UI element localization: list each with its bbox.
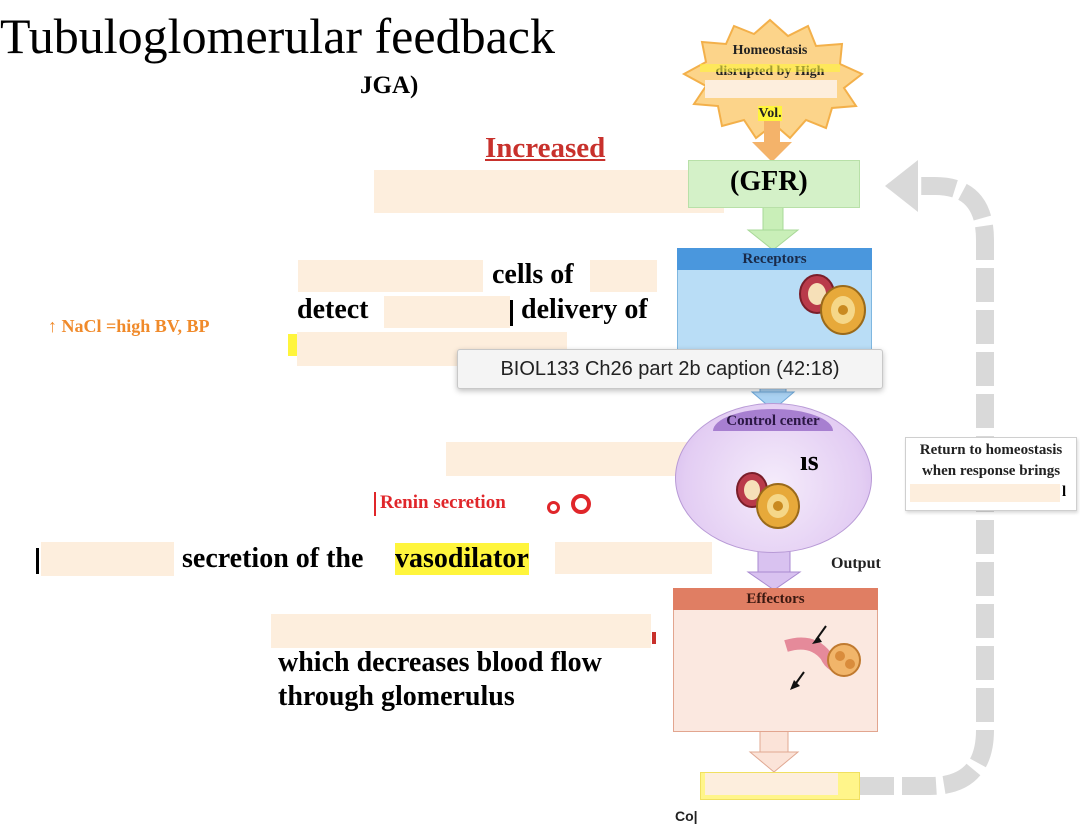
- red-comma-mark: [652, 632, 656, 644]
- output-label: Output: [831, 555, 881, 572]
- red-circle-icon: [571, 494, 591, 514]
- redacted-blank: [705, 773, 838, 795]
- stimulus-line-4: Vol.: [700, 103, 840, 124]
- redacted-blank: [41, 542, 174, 576]
- slide-subtitle: JGA): [360, 72, 419, 99]
- effectors-header: Effectors: [673, 588, 878, 610]
- return-line-2: when response brings: [921, 463, 1061, 479]
- nacl-note: ↑ NaCl =high BV, BP: [48, 316, 210, 336]
- vasodilator-text: vasodilator: [395, 543, 529, 575]
- response-arrow: [759, 729, 789, 755]
- cells-of-text: cells of: [492, 259, 574, 290]
- stimulus-arrow: [764, 118, 780, 144]
- redacted-blank: [590, 260, 657, 292]
- redacted-blank: [910, 484, 1060, 502]
- stimulus-line-4-text: Vol.: [758, 106, 782, 121]
- return-fragment: l: [1062, 484, 1067, 500]
- text-fragment-mark: [510, 300, 513, 326]
- jga-cells-icon: [736, 472, 800, 529]
- control-center-header: Control center: [713, 409, 833, 431]
- secretion-text: secretion of the: [182, 543, 364, 574]
- small-red-circle-icon: [547, 501, 560, 514]
- renin-secretion-text: Renin secretion: [380, 492, 506, 513]
- macula-densa-cells-icon: [799, 274, 866, 335]
- delivery-of-text: delivery of: [521, 294, 648, 325]
- corner-label: Co|: [675, 808, 698, 824]
- redacted-blank: [374, 170, 724, 213]
- text-fragment-mark: [36, 548, 39, 574]
- return-homeostasis-text: Return to homeostasis when response brin…: [905, 440, 1077, 482]
- redacted-blank: [271, 614, 651, 648]
- renin-mark: [374, 492, 376, 516]
- gfr-label: (GFR): [730, 166, 808, 197]
- gfr-arrow: [762, 205, 784, 233]
- slide-title: Tubuloglomerular feedback: [0, 8, 555, 64]
- decreases-line-1: which decreases blood flow: [278, 647, 602, 678]
- receptors-header: Receptors: [677, 248, 872, 270]
- redacted-blank: [555, 542, 712, 574]
- afferent-arteriole-icon: [784, 625, 861, 690]
- increased-label: Increased: [485, 132, 606, 164]
- video-caption-tooltip: BIOL133 Ch26 part 2b caption (42:18): [457, 349, 883, 389]
- redacted-blank: [384, 296, 510, 328]
- return-loop-arrow: [860, 177, 994, 795]
- return-line-1: Return to homeostasis: [919, 442, 1063, 458]
- detect-text: detect: [297, 294, 369, 325]
- redacted-blank: [705, 80, 837, 98]
- return-arrowhead-icon: [885, 160, 918, 212]
- stimulus-line-1: Homeostasis: [732, 43, 808, 58]
- control-center-fragment: ıs: [800, 446, 819, 477]
- gfr-box: [688, 160, 860, 208]
- decreases-line-2: through glomerulus: [278, 681, 515, 712]
- highlight-mark: [700, 64, 840, 72]
- redacted-blank: [298, 260, 483, 292]
